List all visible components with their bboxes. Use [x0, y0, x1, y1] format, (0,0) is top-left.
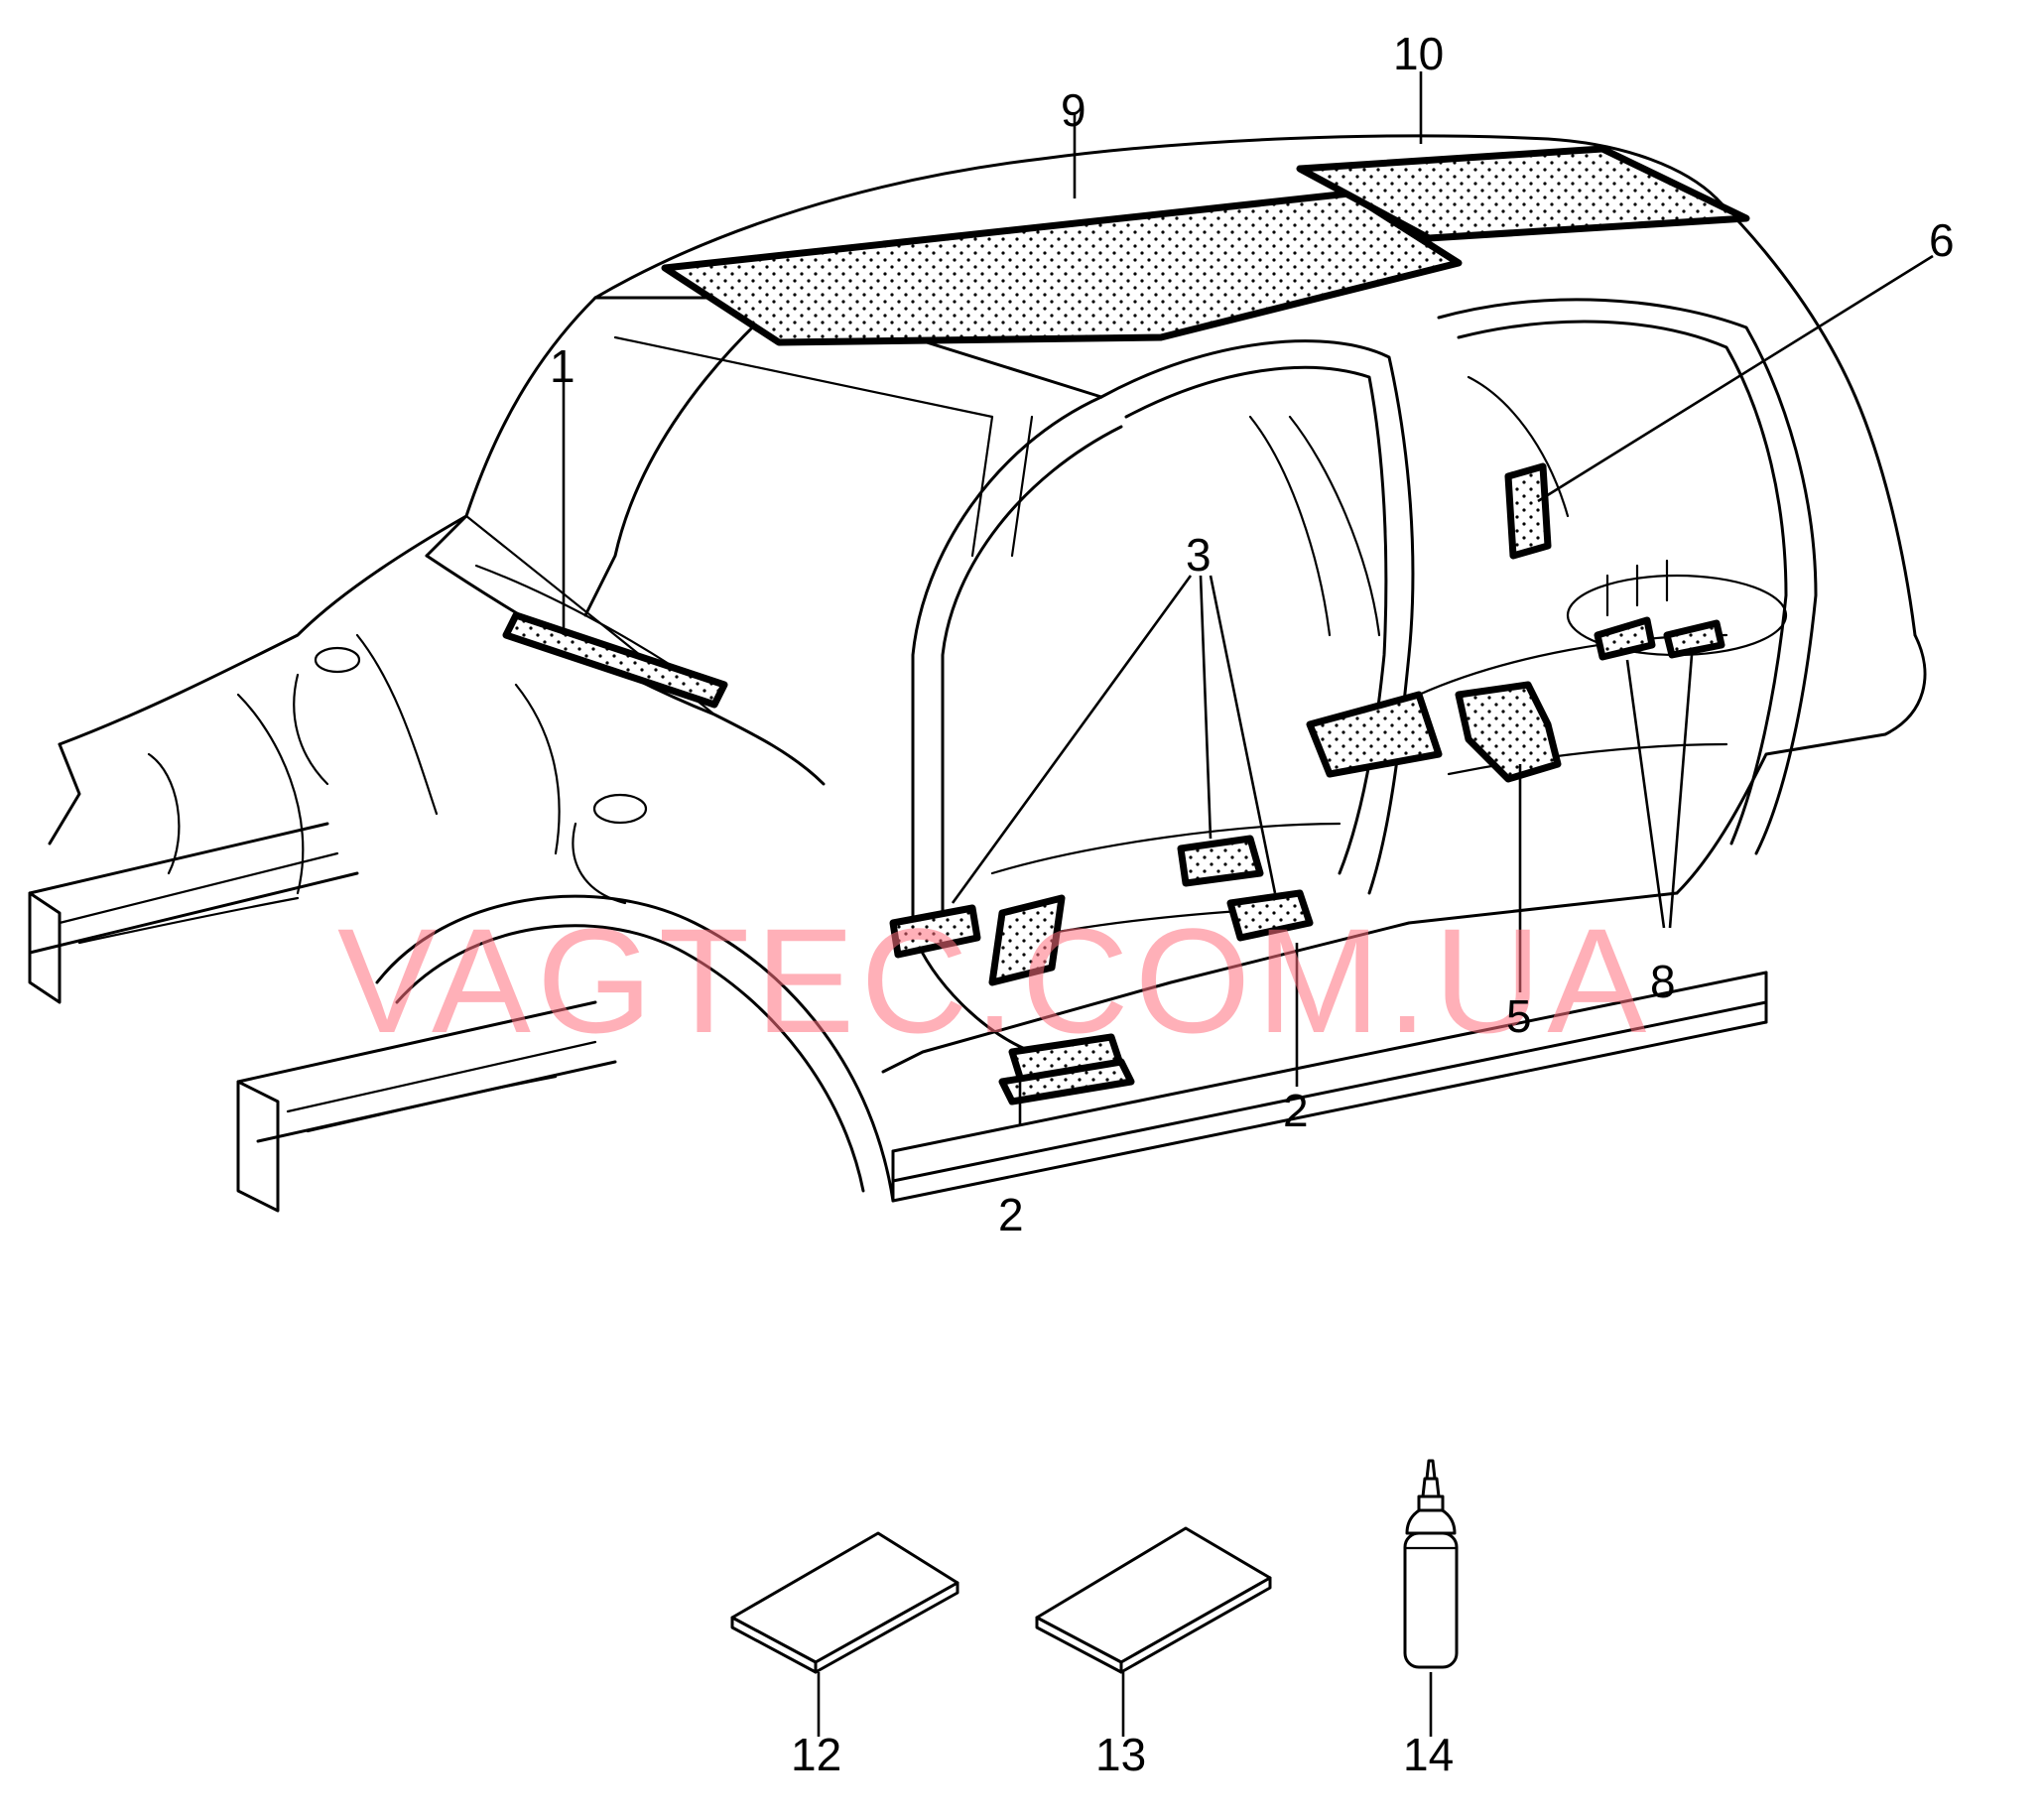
insulation-pads [502, 145, 1750, 1105]
callout-1: 1 [550, 340, 575, 392]
pad-trunk-2 [1663, 619, 1725, 659]
callout-6: 6 [1929, 214, 1955, 266]
pad-floor-left [988, 894, 1066, 986]
part-12-sheet [730, 1531, 959, 1674]
pad-c-pillar [1504, 462, 1552, 560]
callout-12: 12 [791, 1729, 841, 1780]
callout-8: 8 [1650, 956, 1676, 1007]
part-14-bottle [1403, 1459, 1459, 1669]
leader-lines [562, 71, 1934, 1737]
car-body-shell [28, 134, 1927, 1213]
callout-5: 5 [1506, 990, 1532, 1042]
callout-9: 9 [1061, 84, 1086, 136]
callout-14: 14 [1403, 1729, 1454, 1780]
pad-floor-front [1177, 835, 1264, 887]
pad-floor-center [1306, 691, 1443, 778]
pad-plenum [502, 611, 728, 709]
pad-floor-rear [1455, 681, 1562, 783]
callout-13: 13 [1095, 1729, 1146, 1780]
pad-roof-rear [1296, 145, 1750, 242]
pad-sill-1 [889, 904, 981, 959]
callout-2-right: 2 [1283, 1085, 1309, 1136]
callout-labels: 1 2 2 3 5 6 8 9 10 12 13 14 [550, 28, 1955, 1780]
watermark-text: VAGTEC.COM.UA [337, 897, 1652, 1064]
callout-3: 3 [1186, 529, 1212, 581]
pad-sill-3 [998, 1058, 1135, 1105]
pad-sill-4 [1226, 889, 1314, 942]
part-13-sheet [1035, 1526, 1272, 1674]
callout-10: 10 [1393, 28, 1444, 79]
pad-trunk-1 [1594, 616, 1656, 661]
pad-roof-front [661, 190, 1463, 346]
callout-2-left: 2 [998, 1189, 1024, 1240]
